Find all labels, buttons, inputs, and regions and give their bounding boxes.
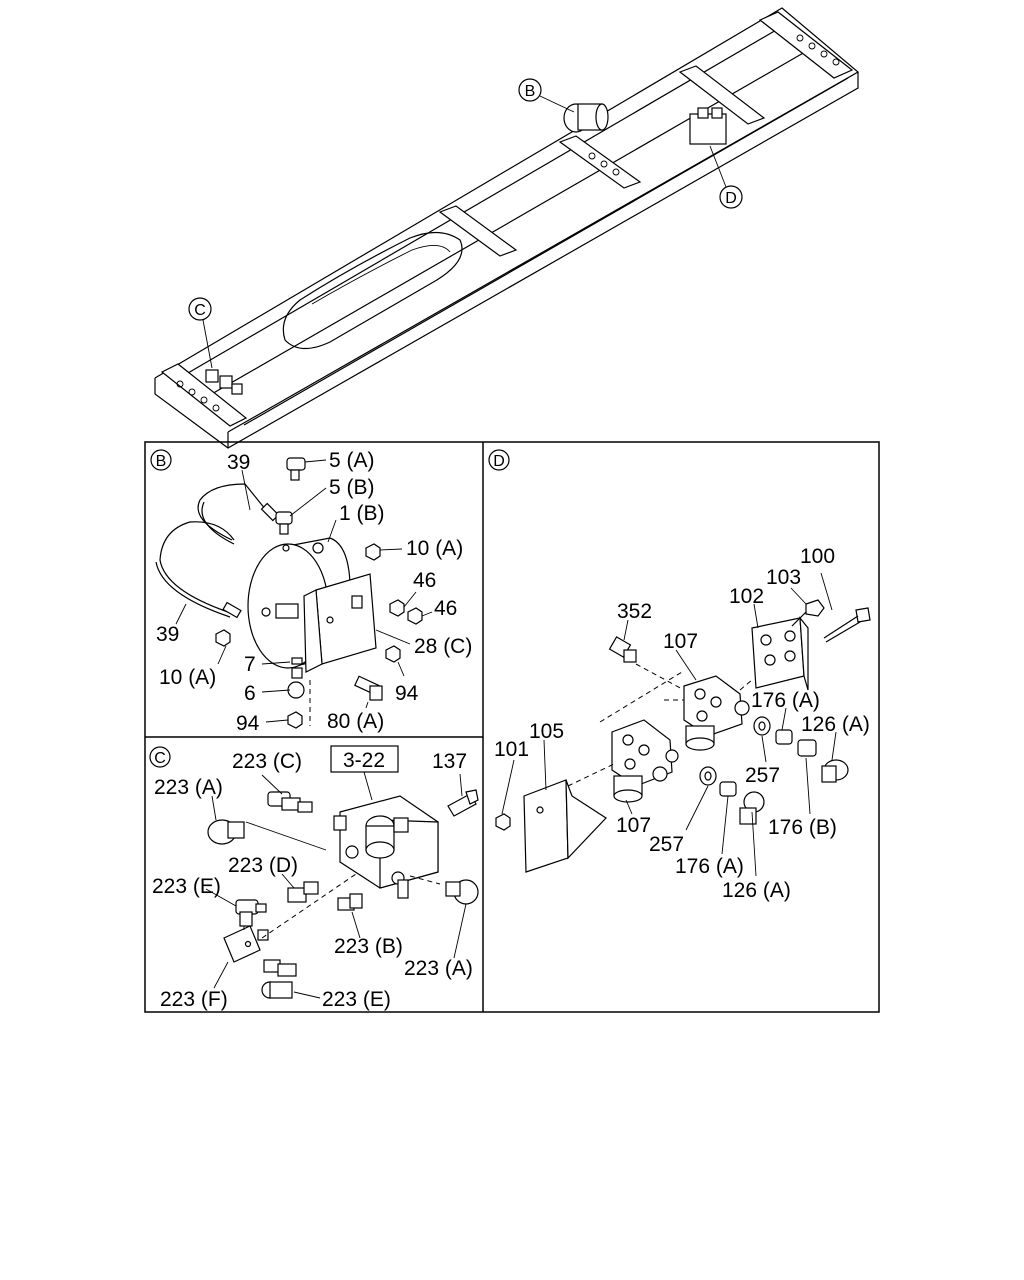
panel-c-labels: 223 (C) 137 223 (A) 223 (D) 223 (E) 223 …	[152, 750, 473, 1011]
fittings-b	[215, 457, 423, 729]
label-223e: 223 (E)	[152, 875, 221, 898]
label-137: 137	[432, 750, 467, 773]
label-176a: 176 (A)	[751, 689, 820, 712]
valve-107-upper	[683, 675, 750, 751]
label-101: 101	[494, 738, 529, 761]
label-6: 6	[244, 682, 256, 705]
label-257: 257	[649, 833, 684, 856]
leaders-d	[501, 572, 837, 877]
label-223a: 223 (A)	[404, 957, 473, 980]
label-1b: 1 (B)	[339, 502, 385, 525]
label-126a: 126 (A)	[801, 713, 870, 736]
leaders-b	[175, 459, 433, 726]
label-46: 46	[434, 597, 457, 620]
label-176b: 176 (B)	[768, 816, 837, 839]
label-126a: 126 (A)	[722, 879, 791, 902]
label-257: 257	[745, 764, 780, 787]
detail-panels-frame	[144, 441, 880, 1013]
panel-d-labels: 100 103 102 352 107 176 (A) 126 (A) 101 …	[494, 545, 870, 902]
svg-text:B: B	[525, 83, 536, 100]
label-352: 352	[617, 600, 652, 623]
label-107: 107	[663, 630, 698, 653]
label-46: 46	[413, 569, 436, 592]
label-223c: 223 (C)	[232, 750, 302, 773]
panel-d: D	[488, 449, 871, 902]
valve-107-lower	[611, 719, 679, 803]
reference-box: 3-22	[330, 745, 399, 801]
panel-d-tag: D	[493, 453, 505, 470]
label-94: 94	[395, 682, 419, 705]
label-102: 102	[729, 585, 764, 608]
hose-39	[155, 483, 280, 619]
leaders-c	[205, 773, 467, 999]
tank-bracket	[303, 573, 377, 673]
fittings-d	[699, 716, 849, 825]
label-105: 105	[529, 720, 564, 743]
callout-c: C	[188, 297, 213, 369]
label-39: 39	[156, 623, 179, 646]
label-176a: 176 (A)	[675, 855, 744, 878]
svg-text:C: C	[194, 302, 206, 319]
label-80a: 80 (A)	[327, 710, 384, 733]
label-39: 39	[227, 451, 250, 474]
callout-b: B	[518, 78, 575, 113]
valve-assembly-location	[689, 107, 727, 145]
label-5b: 5 (B)	[329, 476, 375, 499]
fittings-location	[205, 369, 243, 395]
label-28c: 28 (C)	[414, 635, 472, 658]
cross-members	[160, 11, 854, 427]
svg-text:D: D	[725, 190, 737, 207]
label-223d: 223 (D)	[228, 854, 298, 877]
label-5a: 5 (A)	[329, 449, 375, 472]
panel-b-tag: B	[156, 453, 167, 470]
label-94: 94	[236, 712, 260, 735]
panel-b: B	[150, 449, 472, 735]
relay-valve	[333, 795, 439, 899]
label-223a: 223 (A)	[154, 776, 223, 799]
panel-c-tag: C	[154, 750, 166, 767]
label-7: 7	[244, 653, 256, 676]
label-103: 103	[766, 566, 801, 589]
label-223f: 223 (F)	[160, 988, 228, 1011]
callout-d: D	[709, 145, 743, 209]
air-tank-location	[563, 103, 609, 133]
valve-bracket-105	[495, 779, 607, 873]
label-107: 107	[616, 814, 651, 837]
fittings-c	[207, 789, 479, 999]
chassis-frame	[154, 7, 860, 449]
bolts-d	[608, 599, 871, 663]
svg-text:3-22: 3-22	[343, 749, 385, 772]
label-10a: 10 (A)	[406, 537, 463, 560]
label-223e: 223 (E)	[322, 988, 391, 1011]
label-100: 100	[800, 545, 835, 568]
label-10a: 10 (A)	[159, 666, 216, 689]
label-223b: 223 (B)	[334, 935, 403, 958]
panel-c: C 3-22	[149, 745, 479, 1011]
valve-bracket	[751, 616, 809, 691]
panel-b-labels: 39 5 (A) 5 (B) 1 (B) 10 (A) 46 46 28 (C)…	[156, 449, 472, 735]
